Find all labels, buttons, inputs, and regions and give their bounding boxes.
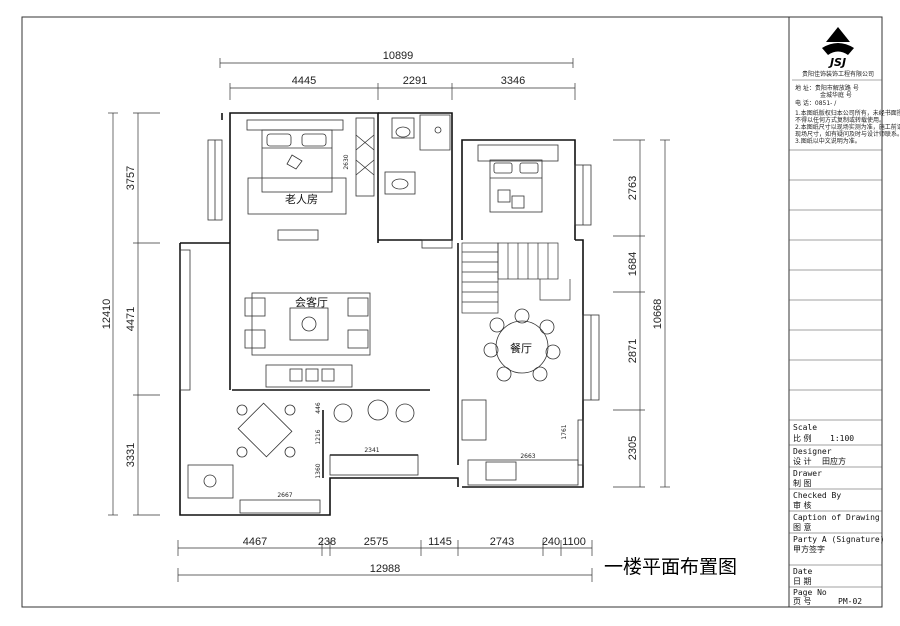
left-dimensions xyxy=(108,112,160,516)
tb-date-cn: 日 期 xyxy=(793,577,812,586)
dim-top-total: 10899 xyxy=(383,50,414,62)
dim-bottom-3: 2575 xyxy=(364,536,388,548)
tb-checked-en: Checked By xyxy=(793,491,841,500)
sheet-border xyxy=(21,16,883,608)
dim-right-1: 2763 xyxy=(627,176,639,200)
tb-drawer-en: Drawer xyxy=(793,469,822,478)
company-note3: 2.本图纸尺寸以现场实测为准，施工前请核对 xyxy=(795,123,900,131)
company-address: 地 址：贵阳市解放路 号 xyxy=(795,84,859,92)
company-phone: 电 话：0851- / xyxy=(795,99,837,107)
bathroom-fixtures xyxy=(384,114,451,195)
tb-scale-val: 1:100 xyxy=(830,434,854,443)
dim-top-3: 3346 xyxy=(501,75,525,87)
tb-page-cn: 页 号 xyxy=(793,597,812,606)
company-note5: 3.图纸以中文说明为准。 xyxy=(795,137,861,145)
tb-checked-cn: 审 核 xyxy=(793,500,812,510)
tb-scale-cn: 比 例 xyxy=(793,433,812,443)
dim-right-3: 2871 xyxy=(627,339,639,363)
company-logo xyxy=(822,27,854,55)
company-name: 贵阳佳饰装饰工程有限公司 xyxy=(802,70,874,78)
tb-caption-en: Caption of Drawing xyxy=(793,513,880,522)
company-note2: 不得以任何方式复制或转载使用。 xyxy=(795,116,885,124)
drawing-title: 一楼平面布置图 xyxy=(604,556,738,578)
dim-left-total: 12410 xyxy=(101,299,113,330)
tb-designer-en: Designer xyxy=(793,447,832,456)
tb-page-val: PM-02 xyxy=(838,597,862,606)
dim-right-total: 10668 xyxy=(652,299,664,330)
dim-inner-1761: 1761 xyxy=(561,424,568,439)
tb-designer-val: 田应方 xyxy=(822,456,846,466)
bottom-dimensions xyxy=(177,540,593,582)
tb-party-cn: 甲方签字 xyxy=(793,544,825,554)
dim-right-2: 1684 xyxy=(627,252,639,276)
living-room-furniture xyxy=(244,292,419,476)
dim-bottom-7: 1100 xyxy=(562,536,586,548)
title-block-grid xyxy=(789,149,882,588)
dim-inner-2341: 2341 xyxy=(364,447,379,454)
dim-bottom-total: 12988 xyxy=(370,563,401,575)
elder-room-furniture xyxy=(246,117,375,215)
dim-left-2: 4471 xyxy=(125,307,137,331)
lower-left-furniture xyxy=(187,402,321,514)
dim-bottom-1: 4467 xyxy=(243,536,267,548)
tb-page-en: Page No xyxy=(793,588,827,597)
dim-inner-1360: 1360 xyxy=(315,463,322,478)
dim-bottom-4: 1145 xyxy=(428,536,452,548)
room-label-living-room: 会客厅 xyxy=(295,295,328,309)
dim-left-3: 3331 xyxy=(125,443,137,467)
room-label-dining-room: 餐厅 xyxy=(510,341,532,355)
staircase xyxy=(461,242,571,314)
tb-party-en: Party A (Signature) xyxy=(793,535,885,544)
dim-inner-446: 446 xyxy=(315,402,322,414)
tb-scale-en: Scale xyxy=(793,423,817,432)
dim-right-4: 2305 xyxy=(627,436,639,460)
dim-inner-1216: 1216 xyxy=(315,429,322,444)
tb-caption-cn: 图 意 xyxy=(793,522,812,532)
dim-inner-2667: 2667 xyxy=(277,492,292,499)
room-label-elder-room: 老人房 xyxy=(285,193,318,206)
company-note4: 现场尺寸，如有疑问及时与设计师联系。 xyxy=(795,130,900,138)
windows xyxy=(179,139,600,401)
company-note1: 1.本图纸版权归本公司所有，未经书面授权 xyxy=(795,109,900,117)
bedroom-furniture xyxy=(477,144,559,213)
tb-drawer-cn: 制 图 xyxy=(793,478,812,488)
tb-designer-cn: 设 计 xyxy=(793,456,812,466)
dim-bottom-2: 238 xyxy=(318,536,336,548)
dim-top-1: 4445 xyxy=(292,75,316,87)
top-dimensions xyxy=(219,58,576,100)
dim-bottom-6: 240 xyxy=(542,536,560,548)
dim-inner-2630: 2630 xyxy=(343,154,350,169)
company-logo-text: JSJ xyxy=(828,56,846,69)
right-dimensions xyxy=(613,139,670,488)
tb-date-en: Date xyxy=(793,567,812,576)
dim-inner-2663: 2663 xyxy=(520,453,535,460)
company-address2: 金城华庭 号 xyxy=(820,91,852,99)
dim-left-1: 3757 xyxy=(125,166,137,190)
dim-bottom-5: 2743 xyxy=(490,536,514,548)
dining-furniture xyxy=(461,308,584,486)
dim-top-2: 2291 xyxy=(403,75,427,87)
